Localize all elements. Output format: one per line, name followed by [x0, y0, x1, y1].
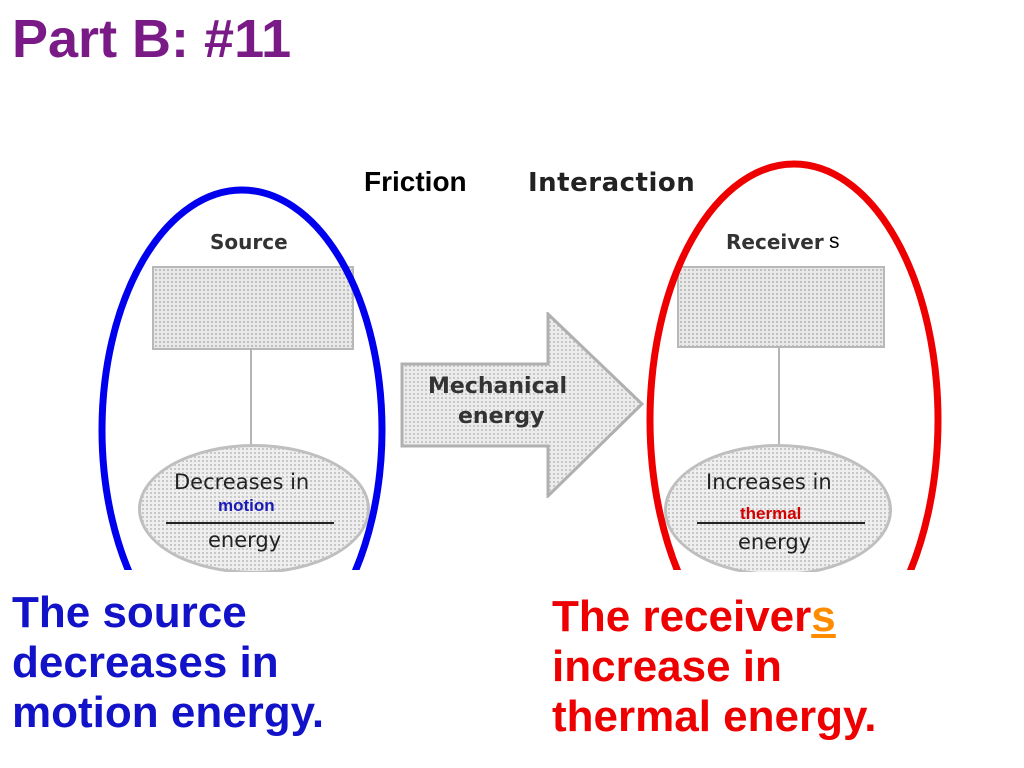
receiver-caption-line1: The receivers: [552, 592, 876, 642]
source-connector-line: [250, 348, 252, 450]
receiver-caption-prefix: The receiver: [552, 592, 812, 641]
mechanical-energy-arrow: [400, 312, 645, 498]
source-energy-text: energy: [208, 528, 282, 552]
source-blank-line: [166, 522, 334, 524]
receiver-energy-ellipse: [664, 444, 892, 576]
receiver-change-text: Increases in: [706, 470, 832, 494]
source-caption-line3: motion energy.: [12, 688, 325, 737]
caption-area: [0, 572, 1024, 768]
page-title: Part B: #11: [12, 9, 292, 69]
receiver-blank-answer: thermal: [740, 504, 802, 523]
interaction-label: Interaction: [528, 168, 696, 198]
receiver-caption-line2: increase in: [552, 642, 782, 691]
friction-label: Friction: [364, 166, 467, 197]
source-caption-line2: decreases in: [12, 638, 279, 687]
arrow-label-line1: Mechanical: [428, 374, 567, 399]
source-blank-answer: motion: [218, 496, 275, 515]
receiver-label: Receiver: [726, 230, 824, 254]
receiver-caption-line3: thermal energy.: [552, 692, 877, 741]
receiver-plural-mark: s: [829, 230, 840, 253]
source-label: Source: [210, 230, 288, 254]
receiver-connector-line: [778, 346, 780, 450]
receiver-caption-emphasis: s: [811, 592, 836, 641]
source-caption-line1: The source: [12, 588, 247, 637]
receiver-caption: The receivers increase in thermal energy…: [552, 592, 876, 742]
receiver-energy-text: energy: [738, 530, 812, 554]
source-caption: The source decreases in motion energy.: [12, 588, 324, 738]
receiver-box: [677, 266, 885, 348]
source-energy-ellipse: [138, 444, 370, 574]
source-box: [152, 266, 354, 350]
receiver-blank-line: [697, 522, 865, 524]
source-change-text: Decreases in: [174, 470, 310, 494]
source-highlight-ellipse: [98, 186, 386, 570]
arrow-label-line2: energy: [458, 404, 545, 429]
receiver-highlight-ellipse: [646, 160, 942, 570]
